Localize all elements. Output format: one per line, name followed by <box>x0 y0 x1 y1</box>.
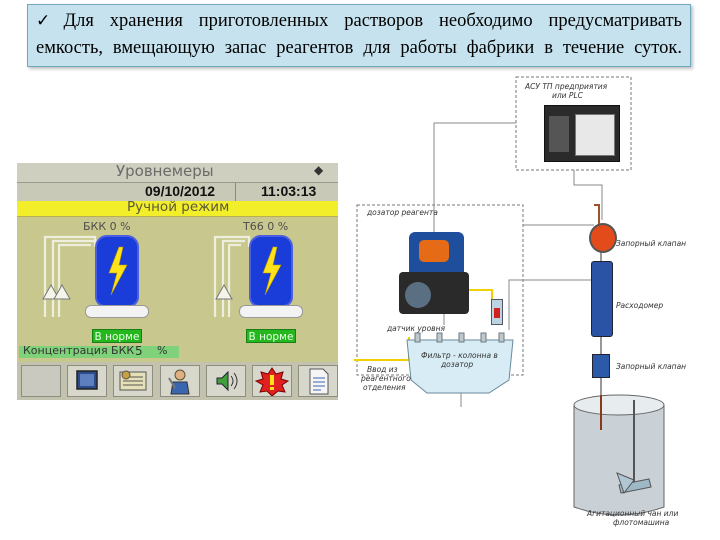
menu-diamond-icon[interactable]: ◆ <box>314 163 324 177</box>
tank-caption-1: Фильтр - колонна в <box>421 351 498 360</box>
tank-1-base <box>85 305 149 318</box>
feed-caption-2: реагентного <box>361 374 411 383</box>
alarm-icon <box>254 367 290 397</box>
plc-device-icon <box>544 105 620 162</box>
banner-line-1-text: Для хранения приготовленных растворов не… <box>63 11 683 31</box>
plc-caption-1: АСУ ТП предприятия <box>525 82 608 91</box>
diagram-lines <box>354 76 665 516</box>
dosing-diagram: АСУ ТП предприятия или PLC дозатор реаге… <box>349 75 703 540</box>
pump-left-b-icon <box>53 283 71 300</box>
datetime-divider <box>235 183 236 201</box>
concentration-value: 5 <box>135 344 143 358</box>
mode-label: Ручной режим <box>127 199 230 215</box>
report-icon <box>309 368 329 395</box>
pump-left-a-icon <box>42 283 60 300</box>
level-sensor-icon <box>491 299 503 325</box>
scada-title: Уровнемеры <box>116 163 214 180</box>
flowmeter-caption: Расходомер <box>616 301 664 310</box>
text-banner: ✓Для хранения приготовленных растворов н… <box>27 4 691 67</box>
lightning-icon <box>262 246 282 296</box>
level-sensor-caption: датчик уровня <box>387 324 445 333</box>
mixer-caption-2: флотомашина <box>613 518 670 527</box>
bottom-valve-icon <box>592 354 610 378</box>
config-icon <box>119 370 147 391</box>
bottom-valve-caption: Запорный клапан <box>616 362 687 371</box>
banner-line-2: емкость, вмещающую запас реагентов для р… <box>36 38 682 58</box>
agitator-tank-icon <box>573 405 665 516</box>
monitor-icon <box>76 370 98 390</box>
date-display: 09/10/2012 <box>145 183 216 199</box>
check-icon: ✓ <box>36 11 62 31</box>
feed-caption-3: отделения <box>363 383 406 392</box>
alarm-button[interactable] <box>252 365 292 397</box>
operator-icon <box>168 369 190 395</box>
concentration-bar: Концентрация БКК 5 % <box>19 344 179 358</box>
tank-1[interactable] <box>95 235 139 307</box>
blank-button[interactable] <box>21 365 61 397</box>
tank-1-status: В норме <box>92 329 142 343</box>
mixer-caption-1: Агитационный чан или <box>587 509 679 518</box>
tank-2-status: В норме <box>246 329 296 343</box>
flowmeter-icon <box>591 261 613 337</box>
scada-panel: Уровнемеры ◆ 09/10/2012 11:03:13 Ручной … <box>17 163 338 400</box>
report-button[interactable] <box>298 365 338 397</box>
sound-button[interactable] <box>206 365 246 397</box>
time-display: 11:03:13 <box>261 183 317 199</box>
lightning-icon <box>108 246 128 296</box>
pump-right-icon <box>215 283 233 300</box>
filter-tank-icon <box>406 339 514 394</box>
concentration-unit: % <box>157 344 168 357</box>
dose-group-frame <box>356 204 524 376</box>
mode-bar[interactable]: Ручной режим <box>17 199 338 217</box>
dose-group-caption: дозатор реагента <box>367 208 438 217</box>
tank-caption-2: дозатор <box>441 360 474 369</box>
top-valve-icon <box>589 223 617 253</box>
sound-icon <box>216 370 238 392</box>
top-valve-caption: Запорный клапан <box>616 239 687 248</box>
tank-2[interactable] <box>249 235 293 307</box>
concentration-label: Концентрация БКК <box>23 344 135 357</box>
banner-line-1: ✓Для хранения приготовленных растворов н… <box>36 8 682 35</box>
scada-toolbar <box>17 362 338 400</box>
dosing-pump-icon <box>399 232 469 322</box>
tank-2-label: Т66 0 % <box>243 220 289 233</box>
config-button[interactable] <box>113 365 153 397</box>
tank-1-label: БКК 0 % <box>83 220 131 233</box>
monitor-button[interactable] <box>67 365 107 397</box>
plc-caption-2: или PLC <box>552 91 583 100</box>
operator-button[interactable] <box>160 365 200 397</box>
feed-caption-1: Ввод из <box>367 365 398 374</box>
scada-title-bar: Уровнемеры ◆ <box>17 163 338 182</box>
tank-2-base <box>239 305 303 318</box>
